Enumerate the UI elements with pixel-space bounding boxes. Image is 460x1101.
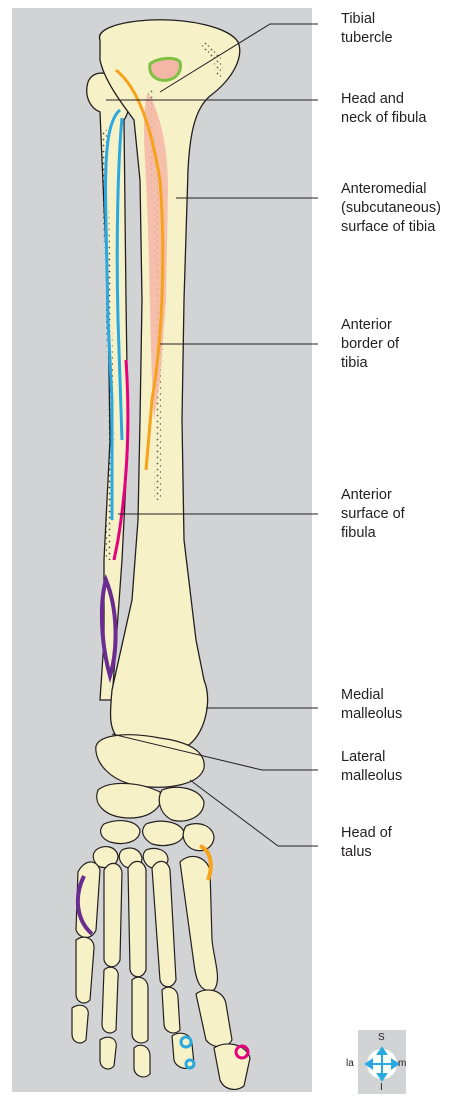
label-anterior-border-tibia: Anterior border of tibia bbox=[341, 316, 399, 373]
tibial-tubercle-area bbox=[150, 58, 181, 80]
compass-superior-label: S bbox=[378, 1032, 385, 1043]
compass-inferior-label: I bbox=[380, 1082, 383, 1093]
metatarsals bbox=[76, 856, 217, 990]
label-anterior-surface-fibula: Anterior surface of fibula bbox=[341, 486, 405, 543]
tarsal-bones bbox=[93, 735, 214, 869]
label-medial-malleolus: Medial malleolus bbox=[341, 686, 402, 724]
label-head-of-talus: Head of talus bbox=[341, 824, 392, 862]
label-lateral-malleolus: Lateral malleolus bbox=[341, 748, 402, 786]
label-head-neck-fibula: Head and neck of fibula bbox=[341, 90, 426, 128]
label-anteromedial-surface: Anteromedial (subcutaneous) surface of t… bbox=[341, 180, 441, 237]
compass-lateral-label: la bbox=[346, 1058, 354, 1069]
fibula bbox=[87, 73, 129, 700]
label-tibial-tubercle: Tibial tubercle bbox=[341, 10, 393, 48]
orientation-compass: S I la m bbox=[358, 1030, 406, 1094]
compass-medial-label: m bbox=[398, 1058, 406, 1069]
